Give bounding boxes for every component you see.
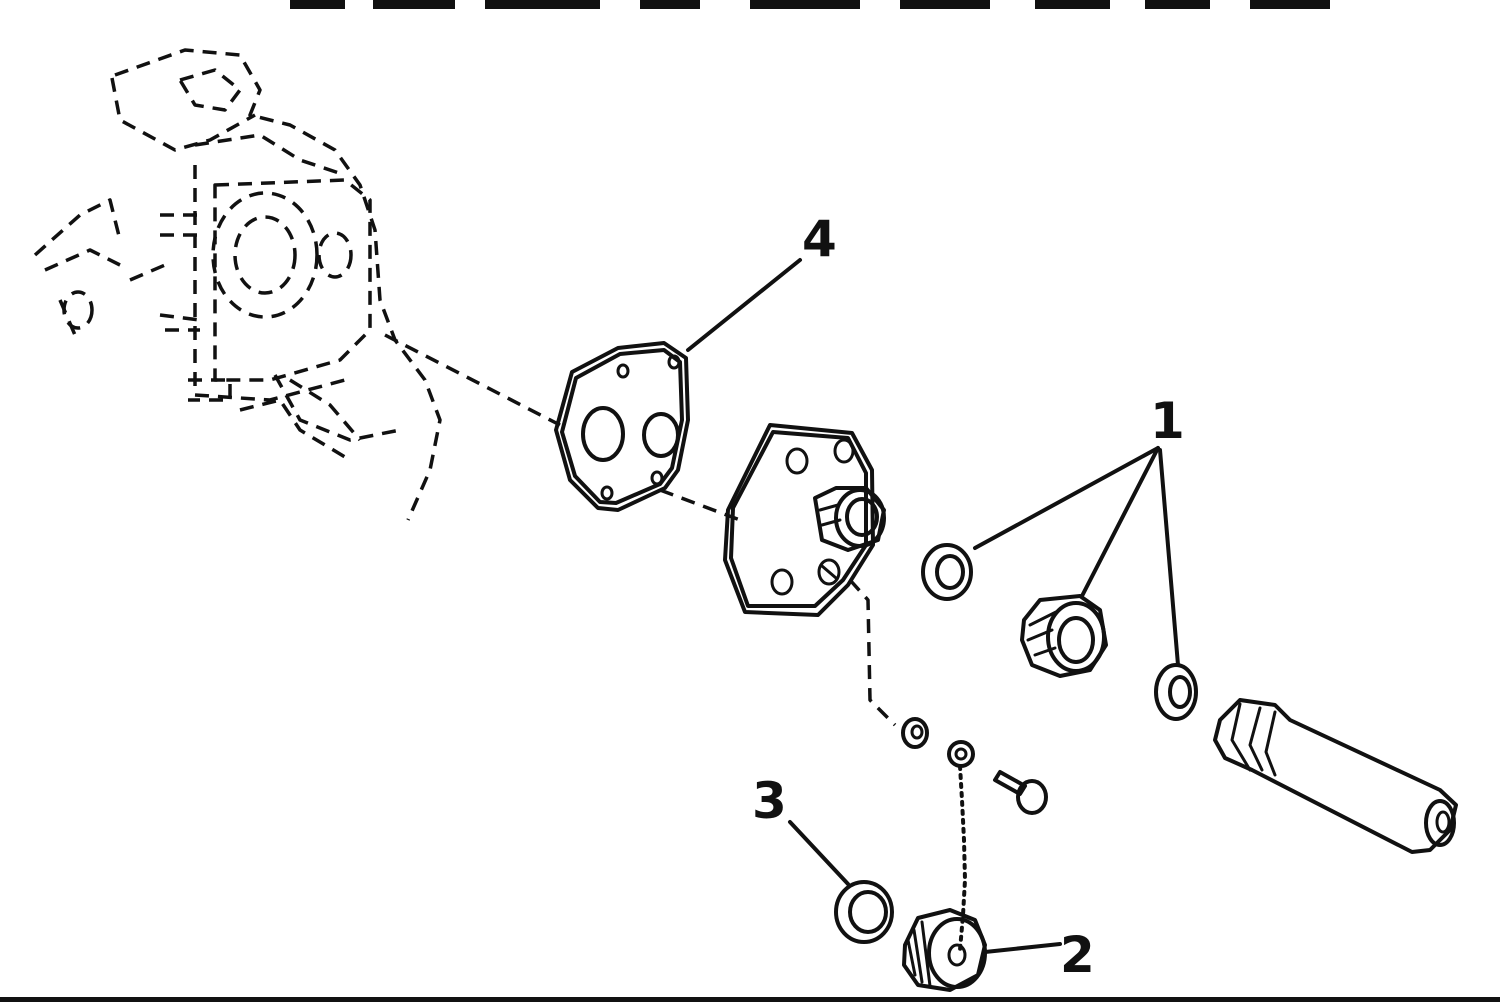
screw [993, 770, 1048, 815]
connector-sleeve [1020, 594, 1108, 678]
callout-1: 1 [1150, 392, 1185, 450]
washer-1b [1154, 663, 1198, 721]
title-fragment [290, 0, 1330, 9]
callout-4: 4 [802, 210, 837, 268]
washer-1a [921, 543, 973, 601]
callout-3: 3 [752, 772, 787, 830]
cap-with-chain-part-2 [902, 740, 987, 992]
leader-lines [686, 258, 1180, 954]
fuel-line-hose [1213, 698, 1458, 854]
fuel-connector-plate [723, 423, 886, 617]
retaining-clip [901, 717, 929, 749]
callout-2: 2 [1060, 926, 1095, 984]
gasket-part-4 [554, 341, 690, 512]
o-ring-part-3 [834, 880, 894, 944]
bottom-rule [0, 997, 1500, 1002]
engine-housing-outline [33, 48, 442, 521]
